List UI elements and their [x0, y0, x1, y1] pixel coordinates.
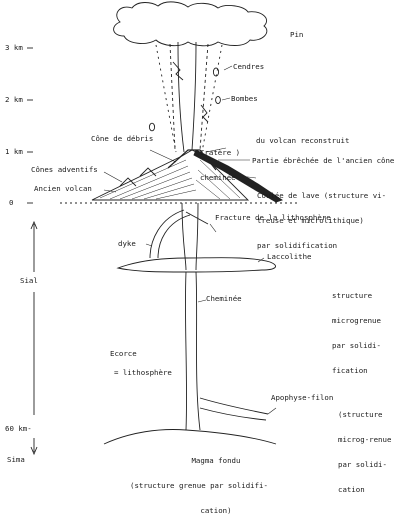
dyke-left [149, 209, 185, 259]
label-cendres: Cendres [233, 62, 265, 71]
structure-microgrenue-line-1: structure [332, 290, 373, 300]
laccolith [116, 257, 277, 273]
pine-cloud [113, 1, 268, 47]
bomb-2 [148, 122, 156, 132]
scale-sial: Sial [20, 276, 38, 285]
structure-apophyse-line-2: microg-renue [338, 435, 392, 445]
sial-arrowhead-up [30, 220, 38, 230]
sima-arrowhead [30, 446, 38, 456]
fracture-line [185, 211, 209, 225]
label-magma: Magma fondu (structure grenue par solidi… [130, 440, 268, 532]
column-dash-4 [201, 44, 223, 153]
label-cratere: Cratère ) cheminée [200, 132, 240, 199]
apophysis-lower [199, 407, 267, 421]
label-fracture: Fracture de la lithosphère [215, 213, 331, 222]
label-cones-adventifs: Cônes adventifs [31, 165, 98, 174]
label-structure-microgrenue: structure microgrenue par solidi- ficati… [332, 275, 381, 393]
scale-2km: 2 km [5, 95, 23, 104]
coulee-line-1: Coulée de lave (structure vi- [257, 190, 387, 200]
label-lithosphere: = lithosphère [114, 368, 172, 377]
chimney-upper-left [181, 202, 187, 271]
cratere-line-2: cheminée [200, 173, 236, 183]
scale-sima: Sima [7, 455, 25, 464]
structure-microgrenue-line-4: fication [332, 366, 368, 376]
coulee-line-3: par solidification [257, 241, 338, 251]
magma-line-2: (structure grenue par solidifi- [130, 481, 268, 491]
structure-apophyse-line-1: (structure [338, 409, 383, 419]
magma-chamber-top [103, 429, 277, 445]
lava-flow [193, 149, 284, 203]
leader-lines [103, 65, 277, 415]
structure-microgrenue-line-2: microgrenue [332, 316, 381, 326]
coulee-line-2: treuse et microlithique) [257, 216, 364, 226]
label-bombes: Bombes [231, 94, 258, 103]
scale-60km: 60 km- [5, 424, 32, 433]
label-coulee: Coulée de lave (structure vi- treuse et … [257, 175, 386, 267]
apophysis-upper [199, 397, 269, 415]
volcano-diagram: 3 km 2 km 1 km 0 Sial 60 km- Sima Pin Ce… [5, 1, 395, 515]
lightning-1 [172, 61, 184, 81]
structure-microgrenue-line-3: par solidi- [332, 341, 381, 351]
column-dash-3 [155, 44, 177, 153]
diagram-drawing [27, 1, 300, 456]
dyke-right [157, 214, 191, 259]
scale-3km: 3 km [5, 43, 23, 52]
label-dyke: dyke [118, 239, 136, 248]
label-apophyse: Apophyse-filon [271, 393, 334, 402]
label-structure-apophyse: (structure microg-renue par solidi- cati… [338, 394, 391, 512]
label-laccolithe: Laccolithe [267, 252, 312, 261]
label-ancien-volcan: Ancien volcan [34, 184, 92, 193]
adventive-cone-1 [119, 177, 137, 187]
magma-line-1: Magma fondu [191, 455, 241, 465]
column-left [177, 41, 185, 153]
label-cone-debris: Cône de débris [91, 134, 154, 143]
ash-particle [212, 67, 220, 77]
lightning-2 [200, 104, 209, 123]
label-cheminee: Cheminée [206, 294, 242, 303]
label-ecorce: Ecorce [110, 349, 137, 358]
bomb-1 [215, 95, 221, 105]
label-volcan-reconstruit: du volcan reconstruit [256, 136, 350, 145]
magma-line-3: cation) [200, 506, 232, 516]
cratere-line-1: Cratère ) [200, 147, 241, 157]
structure-apophyse-line-4: cation [338, 485, 365, 495]
structure-apophyse-line-3: par solidi- [338, 460, 387, 470]
scale-0: 0 [9, 198, 14, 207]
label-partie-ebrechee: Partie ébrêchée de l'ancien cône [252, 156, 395, 165]
column-right [191, 41, 197, 151]
label-pin: Pin [290, 30, 304, 39]
scale-1km: 1 km [5, 147, 23, 156]
chimney-upper-right [195, 202, 199, 271]
adventive-cone-2 [139, 167, 157, 177]
chimney-lower-left [184, 271, 188, 431]
chimney-lower-right [195, 271, 201, 431]
